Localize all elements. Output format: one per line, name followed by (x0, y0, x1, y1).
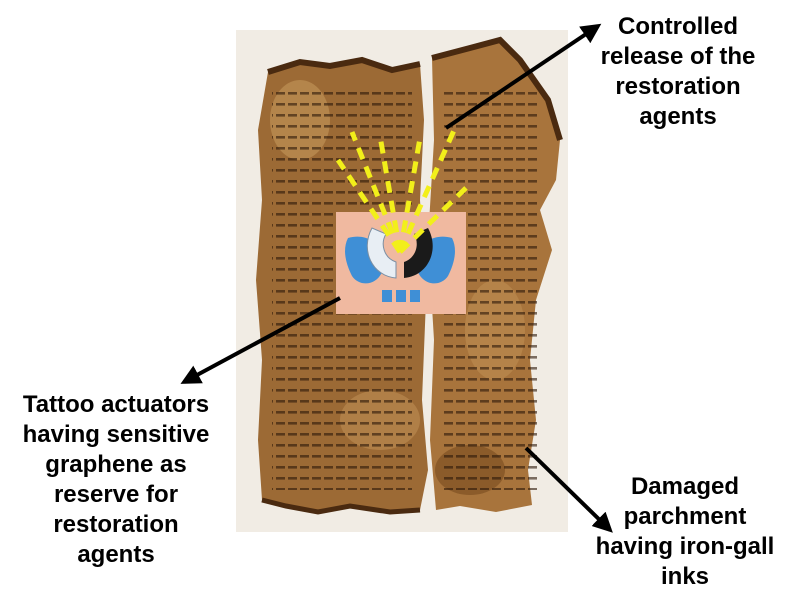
actuator-foot (410, 290, 420, 302)
label-damaged-parchment: Damaged parchment having iron-gall inks (582, 472, 788, 592)
actuator-foot (382, 290, 392, 302)
tattoo-actuator (336, 212, 466, 314)
label-tattoo-actuators: Tattoo actuators having sensitive graphe… (0, 390, 232, 570)
label-controlled-release: Controlled release of the restoration ag… (578, 12, 778, 132)
actuator-foot (396, 290, 406, 302)
